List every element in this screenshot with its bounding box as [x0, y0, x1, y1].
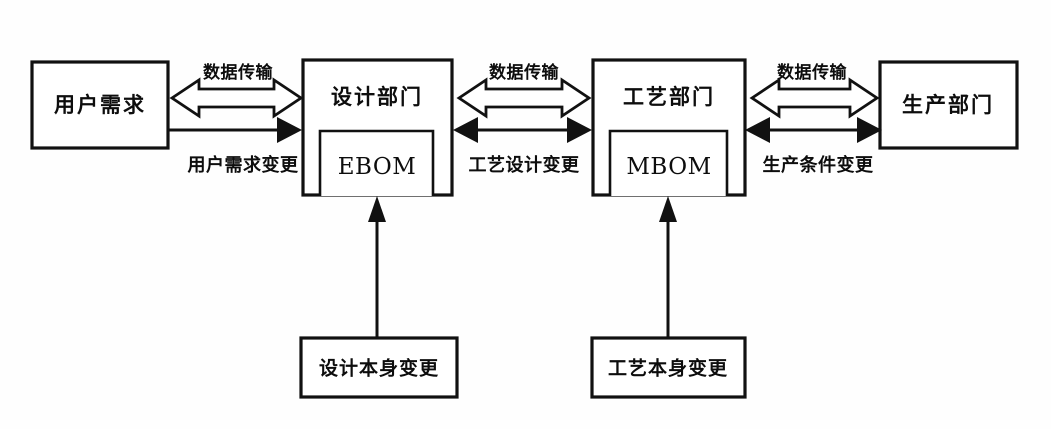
node-design-self-change[interactable]: 设计本身变更 — [299, 336, 459, 399]
customer-requirement-box — [30, 60, 170, 150]
hollow-double-arrow-data-transfer-2 — [456, 77, 592, 119]
production-department-label: 生产部门 — [902, 93, 994, 117]
arrowhead-right-2 — [567, 117, 592, 143]
edge-label-data-transfer-2: 数据传输 — [489, 62, 559, 83]
mbom-box — [608, 129, 729, 196]
solid-arrow-production-condition-change — [745, 117, 882, 143]
design-department-label: 设计部门 — [331, 85, 423, 109]
edge-label-data-transfer-1: 数据传输 — [203, 62, 273, 83]
edge-label-process-design-change: 工艺设计变更 — [469, 154, 580, 176]
arrowhead-left-3 — [745, 117, 770, 143]
production-department-box — [878, 60, 1019, 150]
arrowhead-up-design — [368, 196, 386, 222]
node-customer-requirement[interactable]: 用户需求 — [30, 60, 170, 150]
vertical-arrow-process-self-change — [659, 196, 677, 338]
design-self-change-box — [299, 336, 459, 399]
node-design-department[interactable]: 设计部门 EBOM — [301, 58, 454, 197]
arrowhead-up-process — [659, 196, 677, 222]
ebom-box — [318, 129, 435, 196]
node-process-department[interactable]: 工艺部门 MBOM — [591, 58, 747, 197]
edge-label-data-transfer-3: 数据传输 — [777, 62, 847, 83]
hollow-double-arrow-data-transfer-1 — [169, 77, 304, 119]
node-process-self-change[interactable]: 工艺本身变更 — [590, 336, 747, 399]
design-self-change-label: 设计本身变更 — [319, 357, 439, 380]
vertical-arrow-design-self-change — [368, 196, 386, 338]
process-self-change-label: 工艺本身变更 — [608, 357, 728, 380]
hollow-double-arrow-data-transfer-3 — [749, 77, 880, 119]
solid-arrow-customer-requirement-change — [168, 117, 302, 143]
mbom-label: MBOM — [626, 154, 711, 180]
node-production-department[interactable]: 生产部门 — [878, 60, 1019, 150]
edge-label-customer-requirement-change: 用户需求变更 — [188, 154, 299, 176]
arrowhead-left-2 — [453, 117, 478, 143]
arrowhead-right-1 — [277, 117, 302, 143]
edge-label-production-condition-change: 生产条件变更 — [763, 154, 874, 176]
process-department-label: 工艺部门 — [623, 85, 715, 109]
customer-requirement-label: 用户需求 — [54, 93, 146, 117]
process-self-change-box — [590, 336, 747, 399]
solid-arrow-process-design-change — [453, 117, 592, 143]
arrowhead-right-3 — [857, 117, 882, 143]
ebom-label: EBOM — [338, 154, 417, 180]
